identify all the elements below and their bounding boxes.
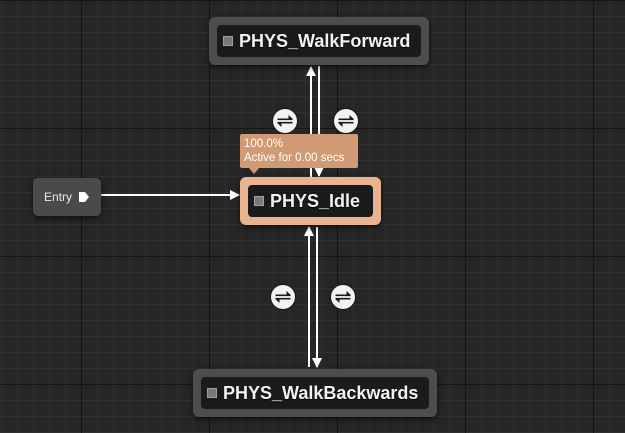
entry-label: Entry [44,190,73,204]
swap-arrows-icon [277,115,293,127]
tooltip-weight: 100.0% [244,138,284,150]
state-node-body: PHYS_WalkBackwards [201,377,429,409]
state-node-walkforward[interactable]: PHYS_WalkForward [209,17,429,65]
swap-arrows-icon [335,291,351,303]
state-title: PHYS_WalkForward [239,30,411,51]
exec-pin-icon[interactable] [78,191,90,203]
state-icon [207,388,217,398]
transition-rule-icon[interactable] [271,285,295,309]
swap-arrows-icon [275,291,291,303]
swap-arrows-icon [338,115,354,127]
tooltip-status: Active for 0.00 secs [244,152,345,164]
transition-rule-icon[interactable] [331,285,355,309]
state-icon [223,36,233,46]
state-node-idle[interactable]: PHYS_Idle [240,177,381,225]
state-icon [254,196,264,206]
state-node-body: PHYS_Idle [248,185,373,217]
transition-rule-icon[interactable] [273,109,297,133]
tooltip-pointer [249,168,259,174]
state-title: PHYS_WalkBackwards [223,382,419,403]
active-state-tooltip: 100.0% Active for 0.00 secs [240,134,358,174]
state-node-body: PHYS_WalkForward [217,25,421,57]
state-title: PHYS_Idle [270,190,361,211]
entry-node[interactable]: Entry [33,178,101,216]
state-node-walkbackwards[interactable]: PHYS_WalkBackwards [193,369,437,417]
transition-rule-icon[interactable] [334,109,358,133]
